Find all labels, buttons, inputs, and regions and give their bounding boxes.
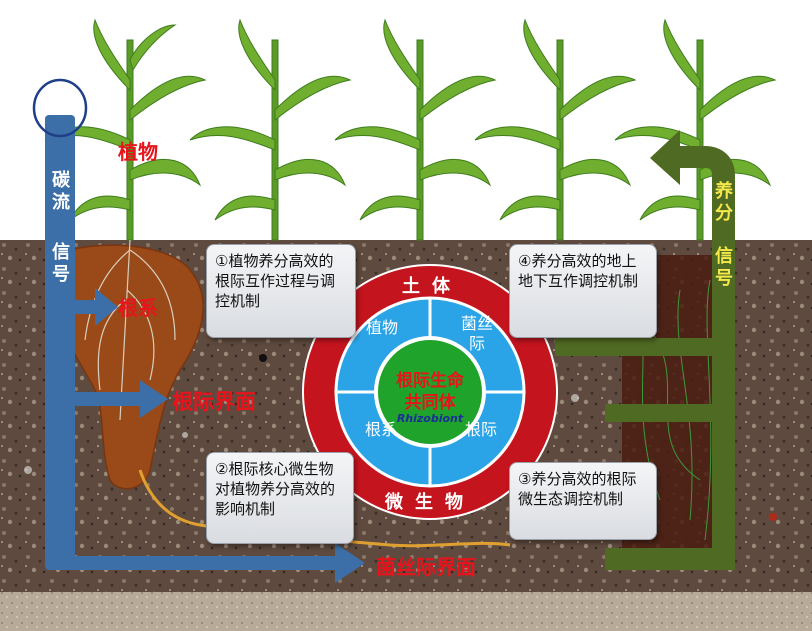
info-box-4: ④养分高效的地上地下互作调控机制	[509, 244, 657, 338]
root-system-label: 根系	[118, 296, 158, 320]
soil-markers	[24, 394, 579, 474]
info-box-1: ①植物养分高效的根际互作过程与调控机制	[206, 244, 356, 338]
info-box-2: ②根际核心微生物对植物养分高效的影响机制	[206, 452, 354, 544]
wheel-outer-bottom: 微生物	[385, 492, 475, 513]
maize-plants	[44, 18, 777, 241]
plant-label: 植物	[118, 140, 158, 164]
sand-layer	[0, 592, 812, 631]
segment-root-system: 根系	[364, 420, 397, 439]
carbon-signal-arrow	[45, 115, 365, 583]
root-interface-label: 根际界面	[172, 390, 256, 414]
black-marker	[259, 354, 267, 362]
mycelium-interface-label: 菌丝际界面	[376, 555, 476, 579]
segment-plant: 植物	[365, 318, 398, 337]
roots	[84, 239, 176, 421]
center-subtitle: Rhizobiont	[396, 412, 464, 425]
rhizobiont-wheel	[302, 264, 558, 520]
carbon-flow-text: 碳流	[52, 170, 70, 213]
info-box-3: ③养分高效的根际微生态调控机制	[509, 462, 657, 540]
carbon-arrow-cap	[32, 78, 88, 138]
left-signal-text: 信号	[52, 242, 70, 285]
segment-mycelium: 菌丝际	[460, 314, 493, 353]
red-marker	[769, 513, 777, 521]
segment-rhizosphere: 根际	[464, 420, 497, 439]
nutrient-text: 养分	[715, 181, 733, 224]
right-signal-text: 信号	[715, 246, 733, 289]
center-title-line2: 共同体	[404, 393, 456, 413]
wheel-outer-top: 土体	[402, 276, 462, 297]
nutrient-signal-arrow	[555, 130, 735, 570]
center-title-line1: 根际生命	[396, 371, 464, 391]
